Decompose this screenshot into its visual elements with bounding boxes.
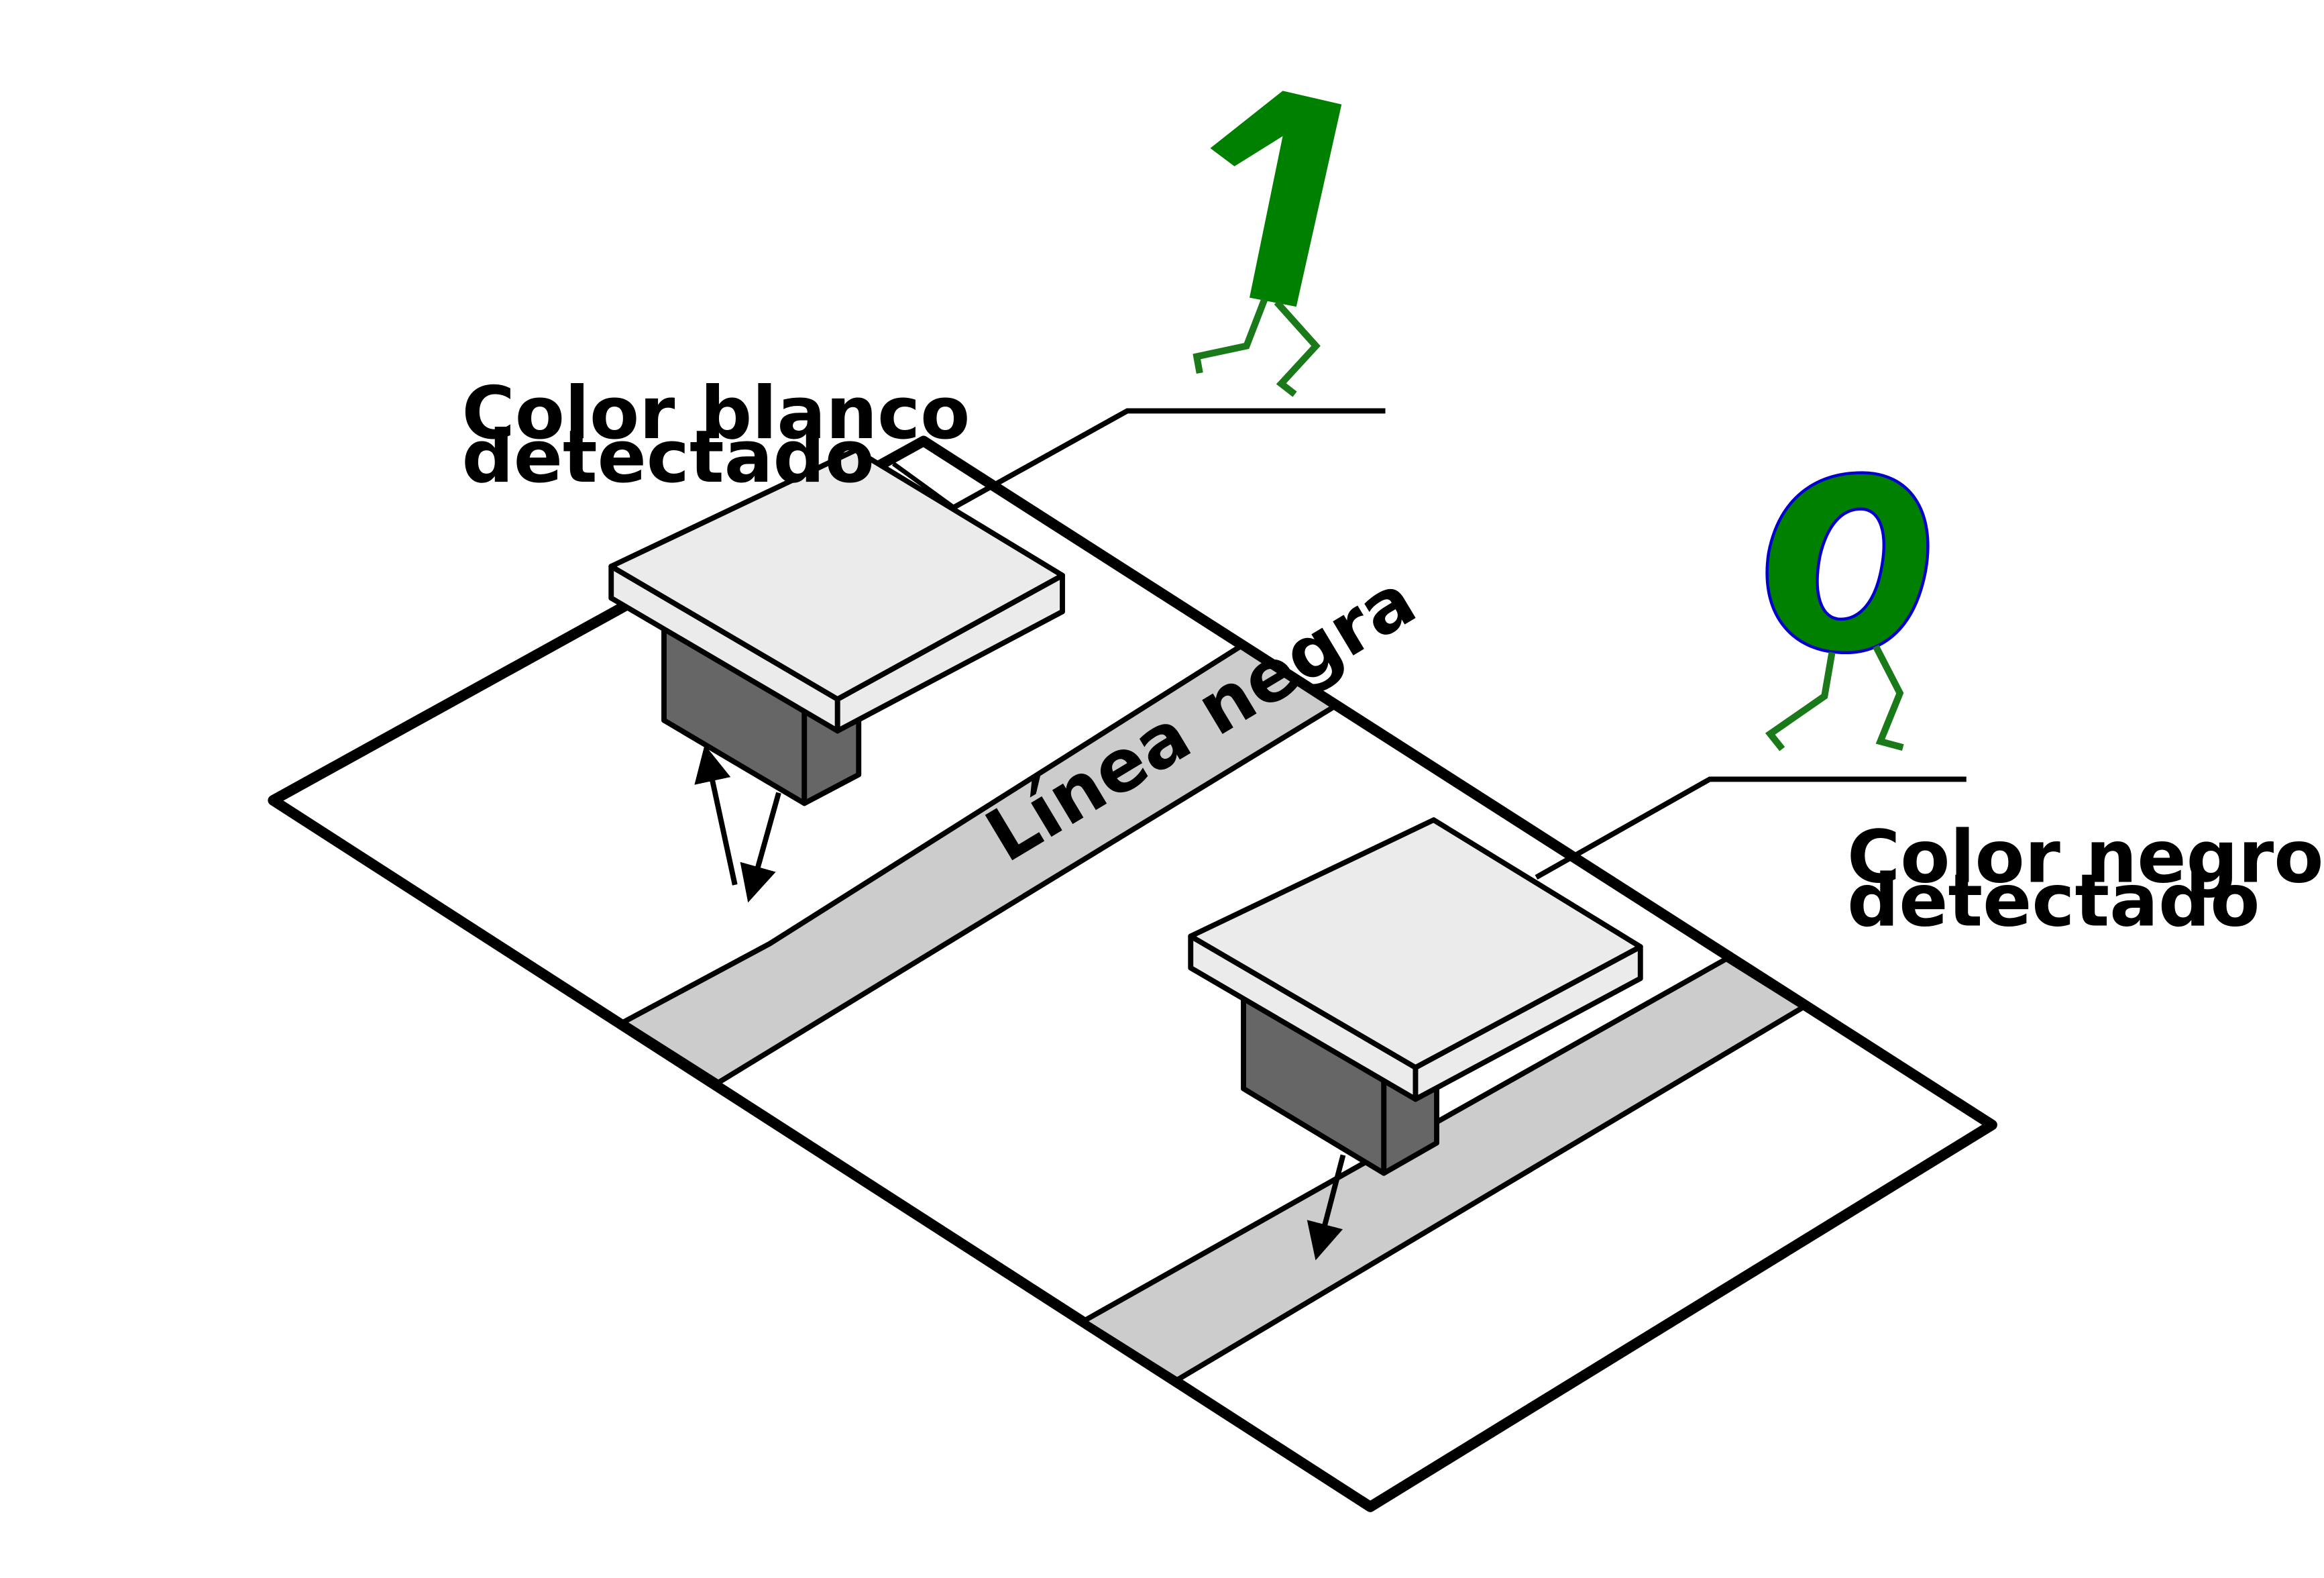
black-detected-label-line1: Color negro bbox=[1847, 815, 2323, 899]
sensor-white bbox=[608, 447, 1065, 806]
leader-line-white bbox=[952, 408, 1386, 510]
black-line-band-lower bbox=[1081, 956, 1806, 1383]
emitted-beam-arrow bbox=[740, 792, 781, 903]
leader-line-black bbox=[1535, 776, 1967, 880]
digit-zero-right-leg bbox=[1873, 645, 1904, 751]
digit-zero-glyph bbox=[1765, 471, 1930, 655]
digit-one-character bbox=[1193, 91, 1342, 397]
absorbed-beam-arrow bbox=[1307, 1154, 1346, 1261]
sensor-black bbox=[1188, 817, 1643, 1176]
sensor-plate-top bbox=[1188, 817, 1643, 1071]
sensor-plate-top bbox=[608, 447, 1065, 702]
black-detected-label-line2: detectado bbox=[1847, 859, 2260, 943]
black-line-band bbox=[620, 643, 1337, 1086]
black-detected-label: Color negro detectado bbox=[1847, 815, 2324, 943]
white-detected-label-line1: Color blanco bbox=[462, 372, 971, 456]
reflected-beam-arrow bbox=[694, 745, 738, 886]
digit-one-glyph bbox=[1210, 91, 1342, 307]
digit-zero-left-leg bbox=[1765, 651, 1836, 751]
digit-one-left-leg bbox=[1193, 298, 1268, 374]
digit-one-right-leg bbox=[1274, 299, 1321, 397]
white-detected-label-line2: detectado bbox=[462, 415, 875, 499]
sensor-shadow-line bbox=[892, 462, 955, 510]
white-detected-label: Color blanco detectado bbox=[462, 372, 995, 499]
digit-zero-character bbox=[1765, 471, 1930, 751]
